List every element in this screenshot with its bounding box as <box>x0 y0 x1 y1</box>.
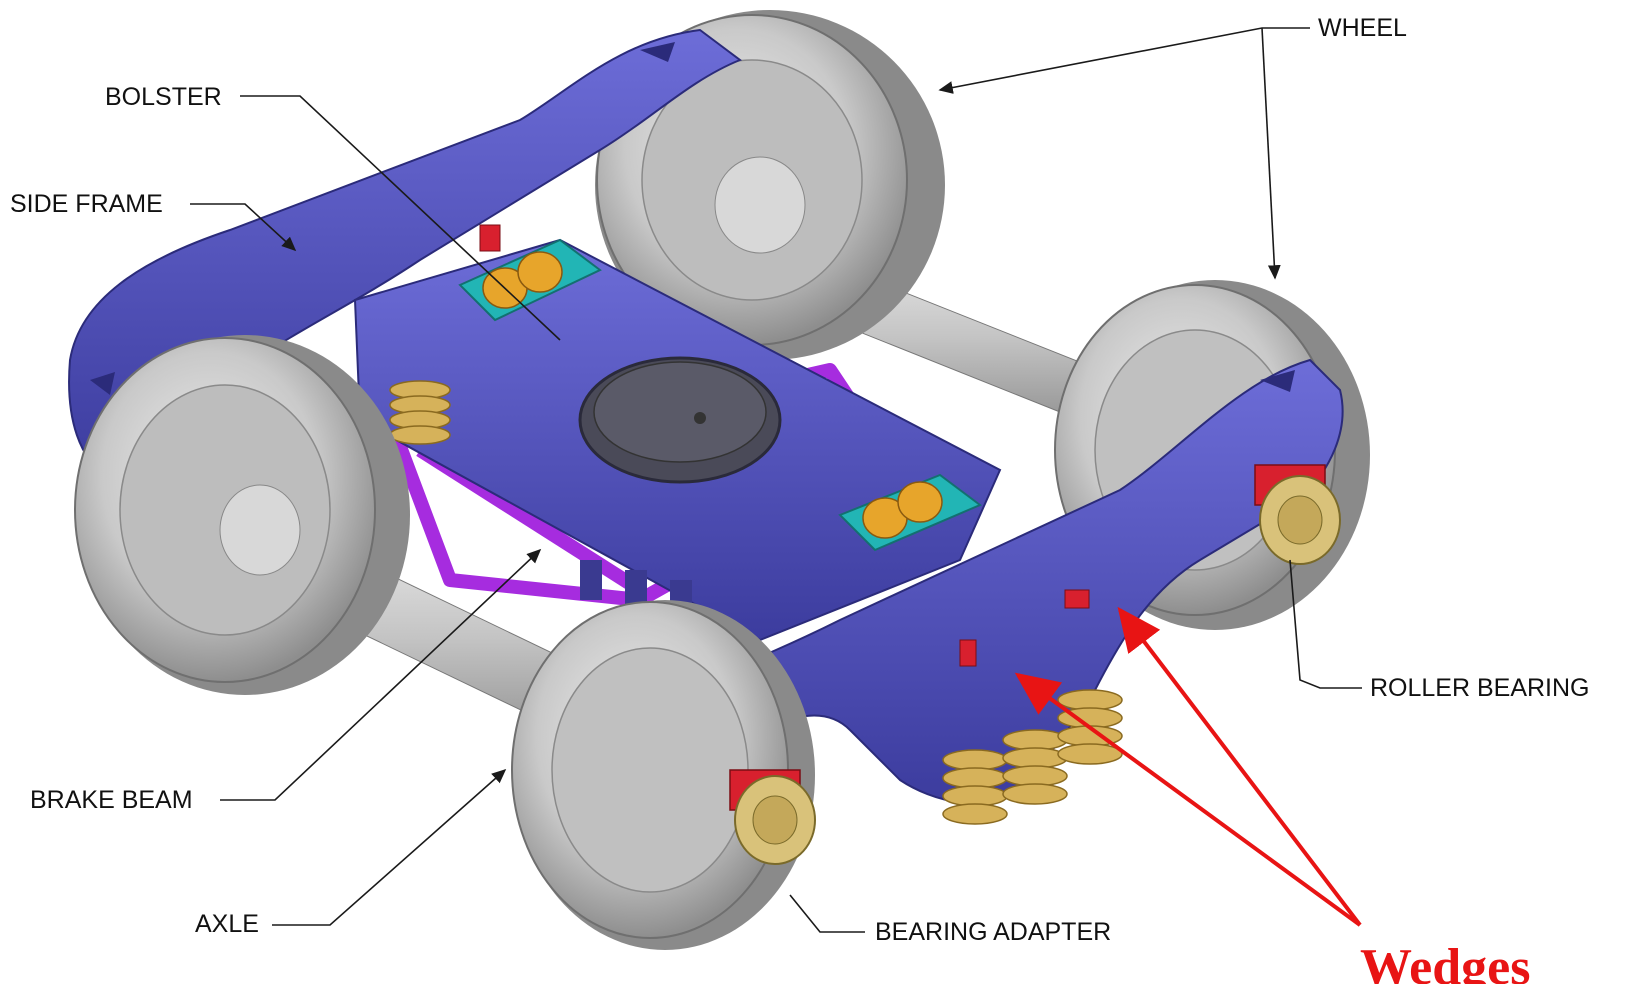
callout-axle: AXLE <box>195 768 507 938</box>
callout-wedges: Wedges <box>1014 606 1530 984</box>
label-side-frame: SIDE FRAME <box>10 190 163 218</box>
callout-bolster: BOLSTER <box>105 83 561 341</box>
label-axle: AXLE <box>195 910 259 938</box>
label-brake-beam: BRAKE BEAM <box>30 786 193 814</box>
callout-brake-beam: BRAKE BEAM <box>30 548 542 814</box>
label-wheel: WHEEL <box>1318 14 1407 42</box>
label-wedges: Wedges <box>1360 939 1530 984</box>
side-bearing-pad-right <box>838 473 982 552</box>
front-left-wheel <box>74 335 410 695</box>
callout-bearing-adapter: BEARING ADAPTER <box>789 894 1111 946</box>
red-arrow-icon-2 <box>1117 606 1362 927</box>
callouts: WHEEL BOLSTER SIDE FRAME ROLLER BEARING … <box>10 14 1590 984</box>
leader-wheel-1 <box>938 27 1310 94</box>
red-arrow-icon <box>1014 672 1362 927</box>
bolster <box>353 238 1002 642</box>
label-bearing-adapter: BEARING ADAPTER <box>875 918 1111 946</box>
label-roller-bearing: ROLLER BEARING <box>1370 674 1590 702</box>
leader-bolster <box>240 95 561 341</box>
leader-side-frame <box>190 203 297 252</box>
spring-nest-left <box>389 380 451 445</box>
leader-wheel-2 <box>1261 27 1281 280</box>
truck-illustration <box>68 10 1370 950</box>
callout-side-frame: SIDE FRAME <box>10 190 297 252</box>
leader-axle <box>272 768 507 926</box>
spring-nest-right <box>942 689 1123 825</box>
callout-wheel: WHEEL <box>938 14 1407 280</box>
front-right-wheel <box>511 600 815 950</box>
roller-bearing-right <box>1254 464 1341 565</box>
wedges <box>479 224 1090 667</box>
leader-bearing-adapter <box>789 894 865 933</box>
leader-brake-beam <box>220 548 542 801</box>
bearing-adapter-front <box>729 769 816 865</box>
leader-roller-bearing <box>1289 559 1362 689</box>
label-bolster: BOLSTER <box>105 83 222 111</box>
callout-roller-bearing: ROLLER BEARING <box>1289 559 1590 702</box>
